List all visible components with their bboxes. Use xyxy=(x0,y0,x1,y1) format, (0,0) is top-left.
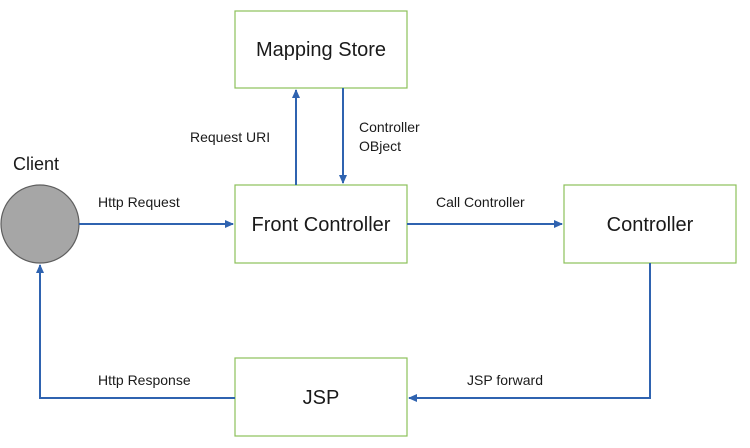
client-node: Client xyxy=(0,154,80,264)
front-controller-label: Front Controller xyxy=(252,214,391,236)
controller-box: Controller xyxy=(563,184,737,264)
http-request-label: Http Request xyxy=(98,194,180,210)
client-circle xyxy=(0,184,80,264)
jsp-label: JSP xyxy=(303,387,340,409)
mapping-store-box: Mapping Store xyxy=(234,10,408,89)
request-uri-label: Request URI xyxy=(190,129,270,145)
controller-rect xyxy=(563,184,737,264)
client-label: Client xyxy=(13,154,59,174)
mapping-store-label: Mapping Store xyxy=(256,39,386,61)
front-controller-rect xyxy=(234,184,408,264)
controller-object-label-line2: OBject xyxy=(359,138,401,154)
front-controller-box: Front Controller xyxy=(234,184,408,264)
jsp-forward-arrow xyxy=(408,263,651,402)
controller-object-label-line1: Controller xyxy=(359,119,420,135)
controller-label: Controller xyxy=(607,214,694,236)
jsp-forward-label: JSP forward xyxy=(467,372,543,388)
mapping-store-rect xyxy=(234,10,408,89)
jsp-box: JSP xyxy=(234,357,408,437)
jsp-rect xyxy=(234,357,408,437)
http-response-label: Http Response xyxy=(98,372,191,388)
call-controller-label: Call Controller xyxy=(436,194,525,210)
http-response-arrow xyxy=(36,264,235,399)
